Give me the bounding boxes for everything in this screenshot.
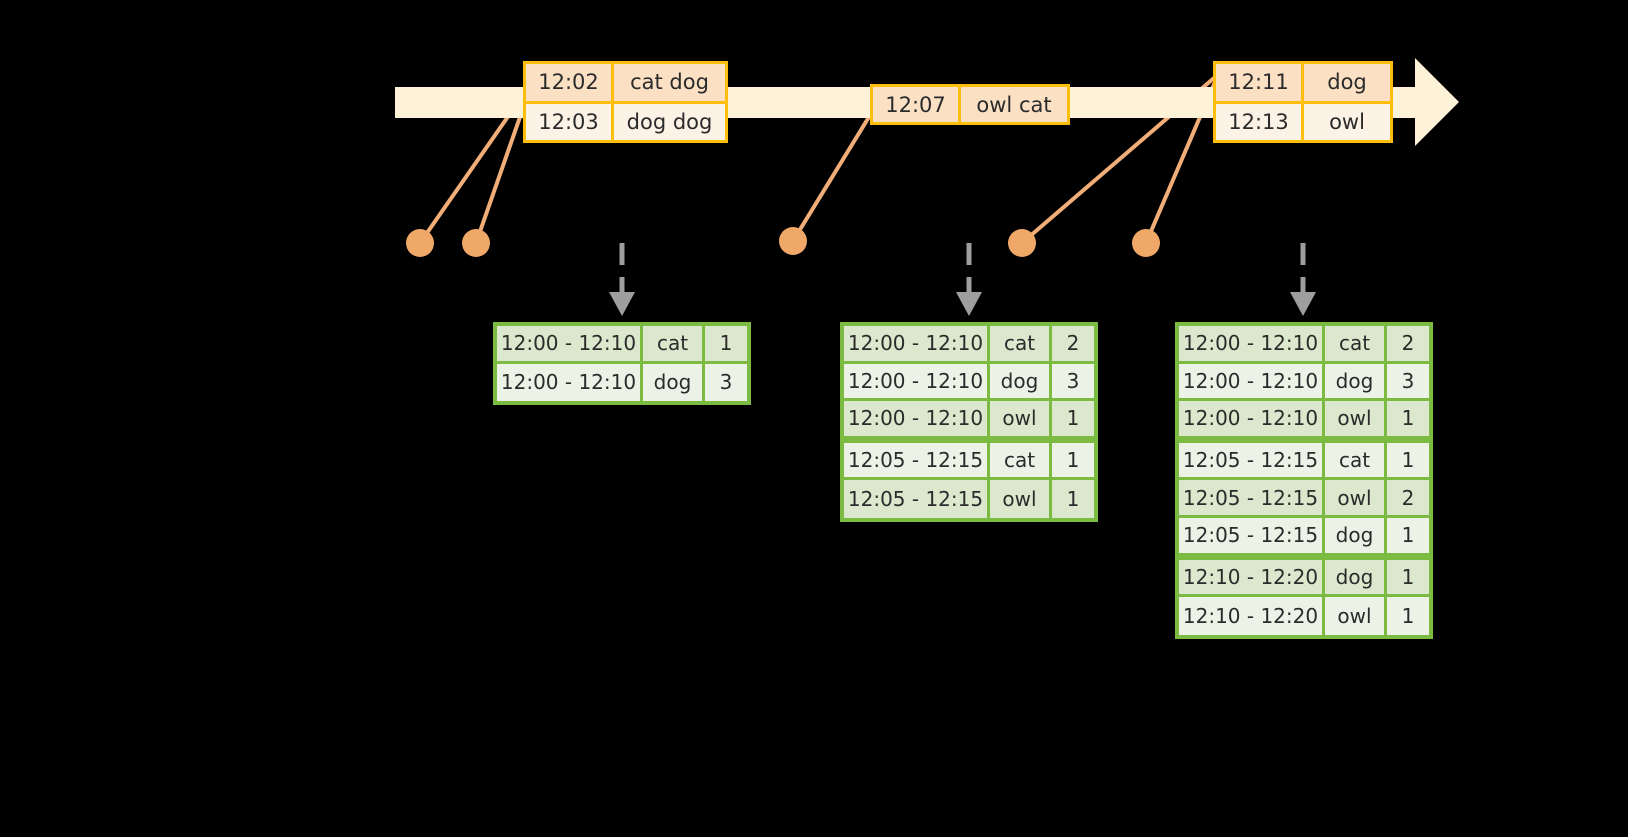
event-row[interactable]: 12:13 owl xyxy=(1216,100,1390,140)
window-cell: 12:00 - 12:10 xyxy=(844,363,990,402)
event-payload: owl cat xyxy=(961,87,1067,122)
table-row[interactable]: 12:05 - 12:15 cat 1 xyxy=(844,438,1094,481)
event-time: 12:13 xyxy=(1216,103,1304,140)
window-cell: 12:00 - 12:10 xyxy=(844,401,990,439)
window-cell: 12:05 - 12:15 xyxy=(1179,442,1325,481)
key-cell: cat xyxy=(1325,442,1387,481)
event-dot xyxy=(462,229,490,257)
count-cell: 1 xyxy=(1387,559,1429,598)
key-cell: dog xyxy=(990,363,1052,402)
key-cell: dog xyxy=(1325,559,1387,598)
event-payload: dog dog xyxy=(614,103,725,140)
count-cell: 2 xyxy=(1387,326,1429,364)
table-row[interactable]: 12:00 - 12:10 cat 1 xyxy=(497,326,747,364)
event-row[interactable]: 12:02 cat dog xyxy=(526,64,725,101)
event-payload: cat dog xyxy=(614,64,725,101)
table-row[interactable]: 12:05 - 12:15 dog 1 xyxy=(1179,517,1429,556)
key-cell: owl xyxy=(1325,401,1387,439)
dashed-arrow-3 xyxy=(1290,243,1316,316)
window-cell: 12:10 - 12:20 xyxy=(1179,559,1325,598)
dashed-arrow-2 xyxy=(956,243,982,316)
key-cell: cat xyxy=(643,326,705,364)
count-cell: 1 xyxy=(1052,401,1094,439)
window-cell: 12:00 - 12:10 xyxy=(497,326,643,364)
count-cell: 1 xyxy=(1052,480,1094,518)
event-dot xyxy=(406,229,434,257)
event-payload: owl xyxy=(1304,103,1390,140)
event-dot xyxy=(779,227,807,255)
result-table-1[interactable]: 12:00 - 12:10 cat 1 12:00 - 12:10 dog 3 xyxy=(493,322,751,406)
table-row[interactable]: 12:00 - 12:10 dog 3 xyxy=(1179,363,1429,402)
key-cell: cat xyxy=(990,442,1052,481)
key-cell: dog xyxy=(1325,517,1387,556)
count-cell: 2 xyxy=(1052,326,1094,364)
key-cell: dog xyxy=(643,363,705,402)
table-row[interactable]: 12:10 - 12:20 owl 1 xyxy=(1179,597,1429,635)
count-cell: 1 xyxy=(1052,442,1094,481)
count-cell: 1 xyxy=(1387,517,1429,556)
count-cell: 3 xyxy=(705,363,747,402)
event-row[interactable]: 12:11 dog xyxy=(1216,64,1390,101)
event-payload: dog xyxy=(1304,64,1390,101)
window-cell: 12:00 - 12:10 xyxy=(1179,326,1325,364)
table-row[interactable]: 12:00 - 12:10 dog 3 xyxy=(497,363,747,402)
key-cell: cat xyxy=(1325,326,1387,364)
event-time: 12:11 xyxy=(1216,64,1304,101)
event-row[interactable]: 12:07 owl cat xyxy=(873,87,1067,122)
key-cell: owl xyxy=(990,480,1052,518)
key-cell: dog xyxy=(1325,363,1387,402)
event-time: 12:02 xyxy=(526,64,614,101)
count-cell: 2 xyxy=(1387,480,1429,518)
event-box-group-2[interactable]: 12:07 owl cat xyxy=(870,84,1070,125)
window-cell: 12:10 - 12:20 xyxy=(1179,597,1325,635)
count-cell: 1 xyxy=(705,326,747,364)
table-row[interactable]: 12:05 - 12:15 owl 1 xyxy=(844,480,1094,518)
dashed-arrow-1 xyxy=(609,243,635,316)
window-cell: 12:00 - 12:10 xyxy=(1179,363,1325,402)
event-time: 12:07 xyxy=(873,87,961,122)
connector-line xyxy=(474,96,529,244)
table-row[interactable]: 12:10 - 12:20 dog 1 xyxy=(1179,555,1429,598)
table-row[interactable]: 12:00 - 12:10 cat 2 xyxy=(844,326,1094,364)
table-row[interactable]: 12:05 - 12:15 cat 1 xyxy=(1179,438,1429,481)
result-table-3[interactable]: 12:00 - 12:10 cat 2 12:00 - 12:10 dog 3 … xyxy=(1175,322,1433,639)
event-dot xyxy=(1132,229,1160,257)
timeline-arrow-head xyxy=(1415,58,1459,146)
key-cell: owl xyxy=(1325,480,1387,518)
count-cell: 1 xyxy=(1387,597,1429,635)
count-cell: 1 xyxy=(1387,442,1429,481)
window-cell: 12:00 - 12:10 xyxy=(1179,401,1325,439)
count-cell: 1 xyxy=(1387,401,1429,439)
window-cell: 12:00 - 12:10 xyxy=(844,326,990,364)
table-row[interactable]: 12:00 - 12:10 cat 2 xyxy=(1179,326,1429,364)
table-row[interactable]: 12:00 - 12:10 owl 1 xyxy=(1179,401,1429,439)
window-cell: 12:05 - 12:15 xyxy=(844,480,990,518)
count-cell: 3 xyxy=(1387,363,1429,402)
count-cell: 3 xyxy=(1052,363,1094,402)
event-box-group-3[interactable]: 12:11 dog 12:13 owl xyxy=(1213,61,1393,143)
event-box-group-1[interactable]: 12:02 cat dog 12:03 dog dog xyxy=(523,61,728,143)
connector-line xyxy=(791,110,874,243)
window-cell: 12:05 - 12:15 xyxy=(1179,480,1325,518)
key-cell: cat xyxy=(990,326,1052,364)
window-cell: 12:05 - 12:15 xyxy=(844,442,990,481)
table-row[interactable]: 12:00 - 12:10 owl 1 xyxy=(844,401,1094,439)
window-cell: 12:05 - 12:15 xyxy=(1179,517,1325,556)
table-row[interactable]: 12:00 - 12:10 dog 3 xyxy=(844,363,1094,402)
key-cell: owl xyxy=(990,401,1052,439)
event-dot xyxy=(1008,229,1036,257)
event-row[interactable]: 12:03 dog dog xyxy=(526,100,725,140)
event-time: 12:03 xyxy=(526,103,614,140)
result-table-2[interactable]: 12:00 - 12:10 cat 2 12:00 - 12:10 dog 3 … xyxy=(840,322,1098,522)
window-cell: 12:00 - 12:10 xyxy=(497,363,643,402)
table-row[interactable]: 12:05 - 12:15 owl 2 xyxy=(1179,480,1429,518)
key-cell: owl xyxy=(1325,597,1387,635)
